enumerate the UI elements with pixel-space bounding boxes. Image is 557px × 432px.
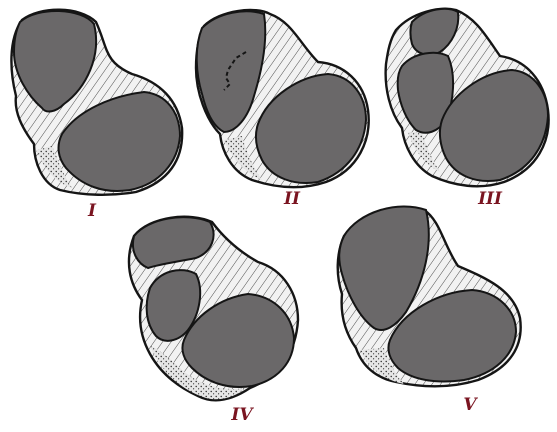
panel-1: I <box>11 10 182 221</box>
panel-label-3: III <box>477 189 503 209</box>
panel-label-5: V <box>463 395 478 415</box>
panel-label-2: II <box>283 189 301 209</box>
panel-4: IV <box>129 217 298 425</box>
panel-2: II <box>196 10 369 209</box>
panel-3: III <box>386 9 549 209</box>
panel-5: V <box>338 206 521 415</box>
panel-label-4: IV <box>230 405 254 425</box>
panel-label-1: I <box>87 201 97 221</box>
